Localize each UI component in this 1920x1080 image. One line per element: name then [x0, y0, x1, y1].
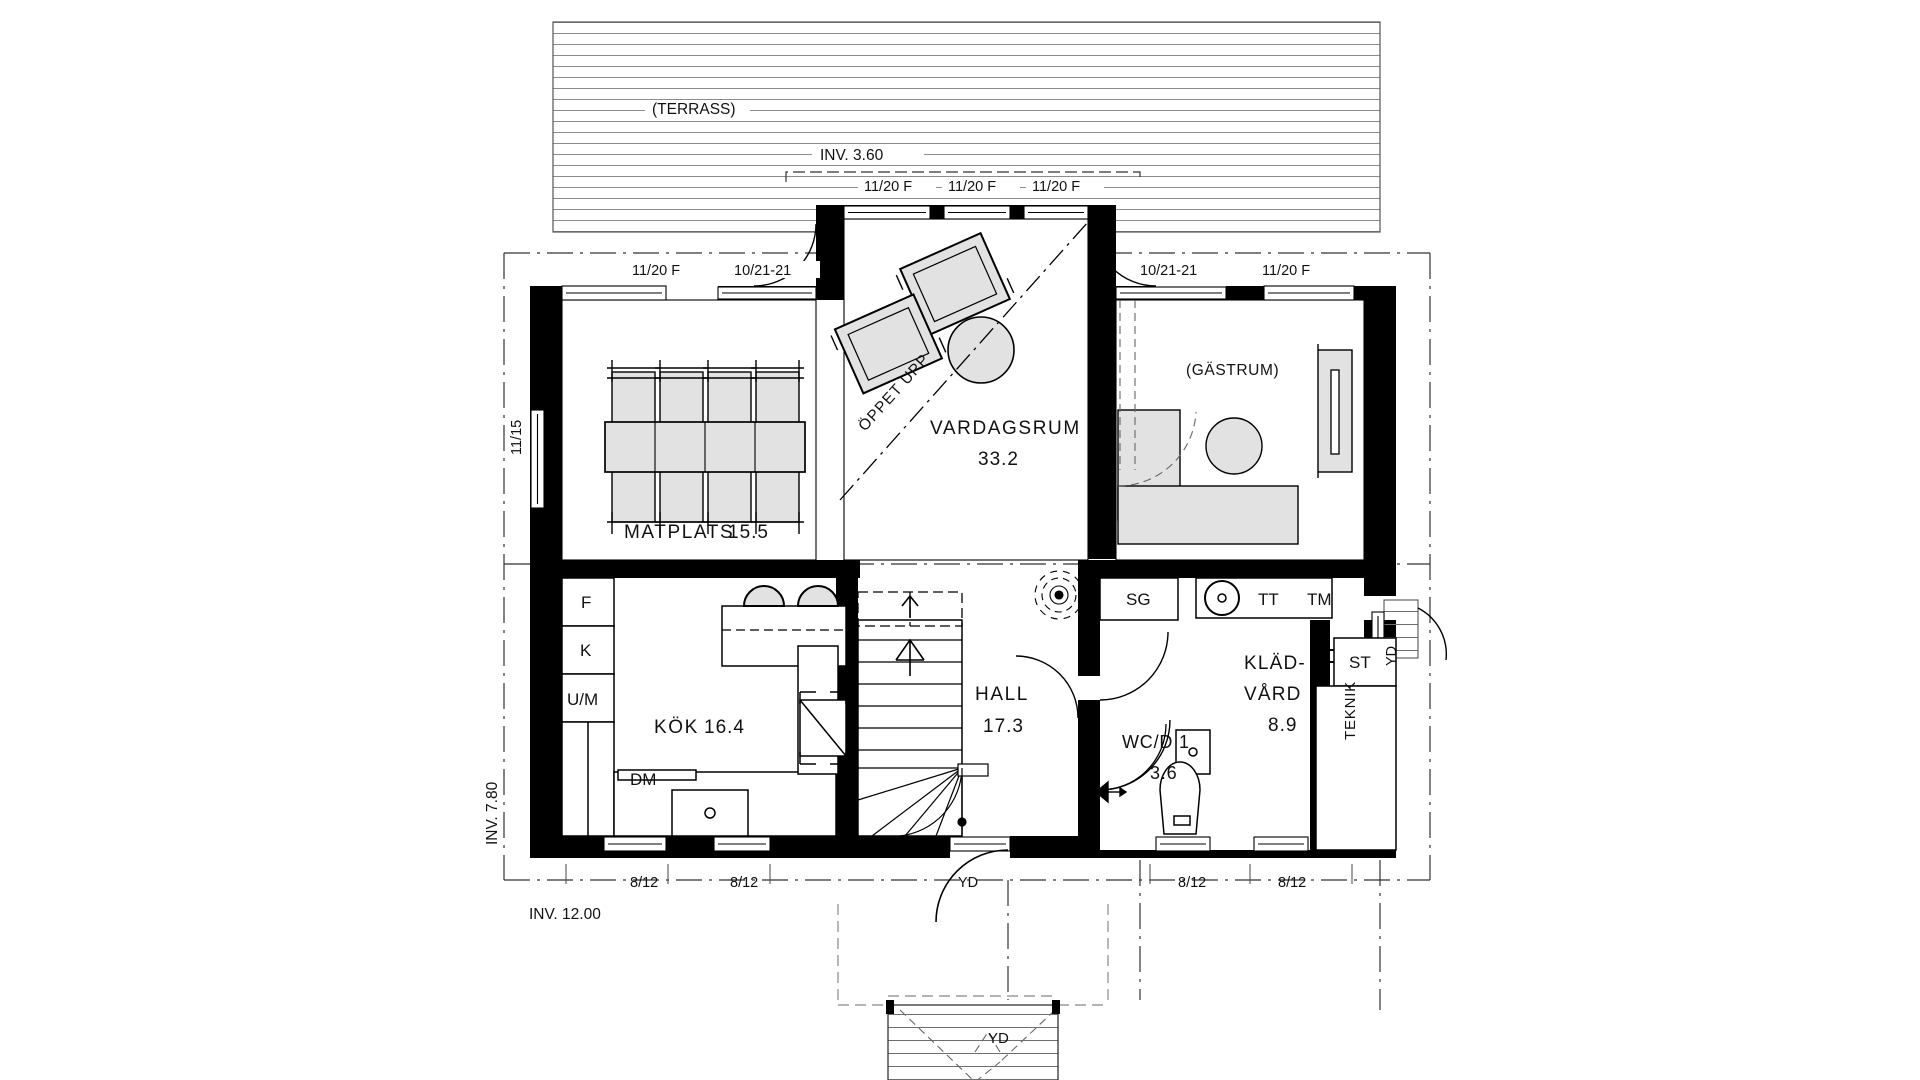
wc-area: 3.6 — [1150, 763, 1177, 783]
wc-wall-arrow — [1094, 780, 1128, 804]
technical-room-label: TEKNIK — [1342, 681, 1359, 740]
kitchen-hatch — [799, 691, 847, 765]
kladvard-name-2: VÅRD — [1244, 684, 1302, 705]
win-left-label: 11/15 — [509, 420, 525, 455]
dishwasher-label: DM — [630, 770, 656, 789]
utility-fixtures — [1099, 577, 1397, 851]
staircase — [857, 591, 989, 837]
kok-area: 16.4 — [704, 717, 745, 738]
kladvard-name-1: KLÄD- — [1244, 653, 1306, 674]
room-label-wc: WC/D 1 3.6 — [1122, 732, 1190, 783]
window-glazing — [530, 205, 1419, 852]
shoe-cabinet-label: SG — [1126, 590, 1151, 609]
winder-treads — [857, 763, 989, 837]
living-room-furniture — [830, 231, 1015, 395]
room-label-matplats: MATPLATS 15.5 — [624, 522, 769, 543]
terrace-label-text: (TERRASS) — [652, 101, 736, 118]
guest-room-furniture — [1117, 300, 1353, 545]
stair-direction-arrows — [895, 594, 925, 676]
room-label-hall: HALL 17.3 — [975, 684, 1029, 737]
door-entrance-label: YD — [958, 875, 978, 891]
dishwasher-front — [617, 769, 697, 781]
win-upper-right: 11/20 F — [1262, 263, 1310, 279]
hall-area: 17.3 — [983, 716, 1024, 737]
fridge-label: F — [581, 593, 591, 612]
room-label-kok: KÖK 16.4 — [654, 717, 745, 738]
top-dimension-bracket — [785, 171, 1141, 182]
inv-top-label: INV. 3.60 — [812, 144, 924, 164]
hall-name: HALL — [975, 684, 1029, 705]
round-table-guest — [1205, 417, 1263, 475]
wc-fixtures — [1159, 729, 1211, 835]
matplats-name: MATPLATS — [624, 522, 734, 543]
vardagsrum-name: VARDAGSRUM — [930, 418, 1081, 439]
terrace-deck — [552, 21, 1381, 233]
technical-box — [1315, 685, 1397, 851]
win-bottom-1: 8/12 — [630, 875, 658, 891]
win-bottom-4: 8/12 — [1278, 875, 1306, 891]
wc-name: WC/D 1 — [1122, 732, 1190, 752]
ceiling-fixture — [1034, 570, 1084, 620]
freezer-label: K — [580, 641, 592, 660]
porch-door-label: YD — [988, 1030, 1009, 1047]
door-side-entrance-label: YD — [1384, 646, 1400, 666]
oven-micro-label: U/M — [567, 690, 598, 709]
door-terrace-left: 10/21-21 — [734, 263, 791, 279]
win-top-1: 11/20 F — [864, 179, 912, 195]
inv-left-text: INV. 7.80 — [484, 781, 501, 845]
inv-top-text: INV. 3.60 — [820, 147, 884, 164]
kitchen-fixtures — [561, 577, 847, 837]
vardagsrum-area: 33.2 — [978, 449, 1019, 470]
dining-set — [604, 360, 806, 534]
matplats-area: 15.5 — [728, 522, 769, 543]
open-to-above-line — [839, 221, 1089, 501]
storage-label: ST — [1349, 653, 1371, 672]
entrance-porch — [837, 904, 1109, 1080]
wc-door-swing — [1099, 723, 1167, 791]
gastrum-name: (GÄSTRUM) — [1186, 362, 1279, 379]
win-bottom-3: 8/12 — [1178, 875, 1206, 891]
door-swings — [753, 223, 1448, 923]
porch-outline — [837, 904, 1109, 1006]
room-label-gastrum: (GÄSTRUM) — [1186, 362, 1279, 379]
kok-name: KÖK — [654, 717, 699, 738]
tumble-dryer-label: TT — [1258, 590, 1279, 609]
inv-bottom-text: INV. 12.00 — [529, 906, 601, 923]
coffee-table — [947, 316, 1015, 384]
win-top-2: 11/20 F — [948, 179, 996, 195]
window-labels: 11/20 F 11/20 F 11/20 F 11/20 F 11/20 F … — [509, 177, 1400, 891]
room-label-kladvard: KLÄD- VÅRD 8.9 — [1244, 653, 1306, 736]
shoe-cabinet-box — [1099, 577, 1179, 621]
washing-machine-label: TM — [1307, 590, 1332, 609]
win-top-3: 11/20 F — [1032, 179, 1080, 195]
fridge-box — [561, 577, 615, 627]
door-terrace-right: 10/21-21 — [1140, 263, 1197, 279]
bar-stools — [742, 585, 840, 607]
storage-box — [1333, 637, 1397, 687]
win-upper-left: 11/20 F — [632, 263, 680, 279]
freezer-box — [561, 625, 615, 675]
bottom-dim-bracket — [565, 864, 1353, 884]
terrace-label: (TERRASS) — [645, 100, 750, 118]
bed — [1117, 485, 1299, 545]
room-label-vardagsrum: VARDAGSRUM 33.2 — [930, 418, 1081, 470]
win-bottom-2: 8/12 — [730, 875, 758, 891]
kladvard-area: 8.9 — [1268, 715, 1297, 736]
